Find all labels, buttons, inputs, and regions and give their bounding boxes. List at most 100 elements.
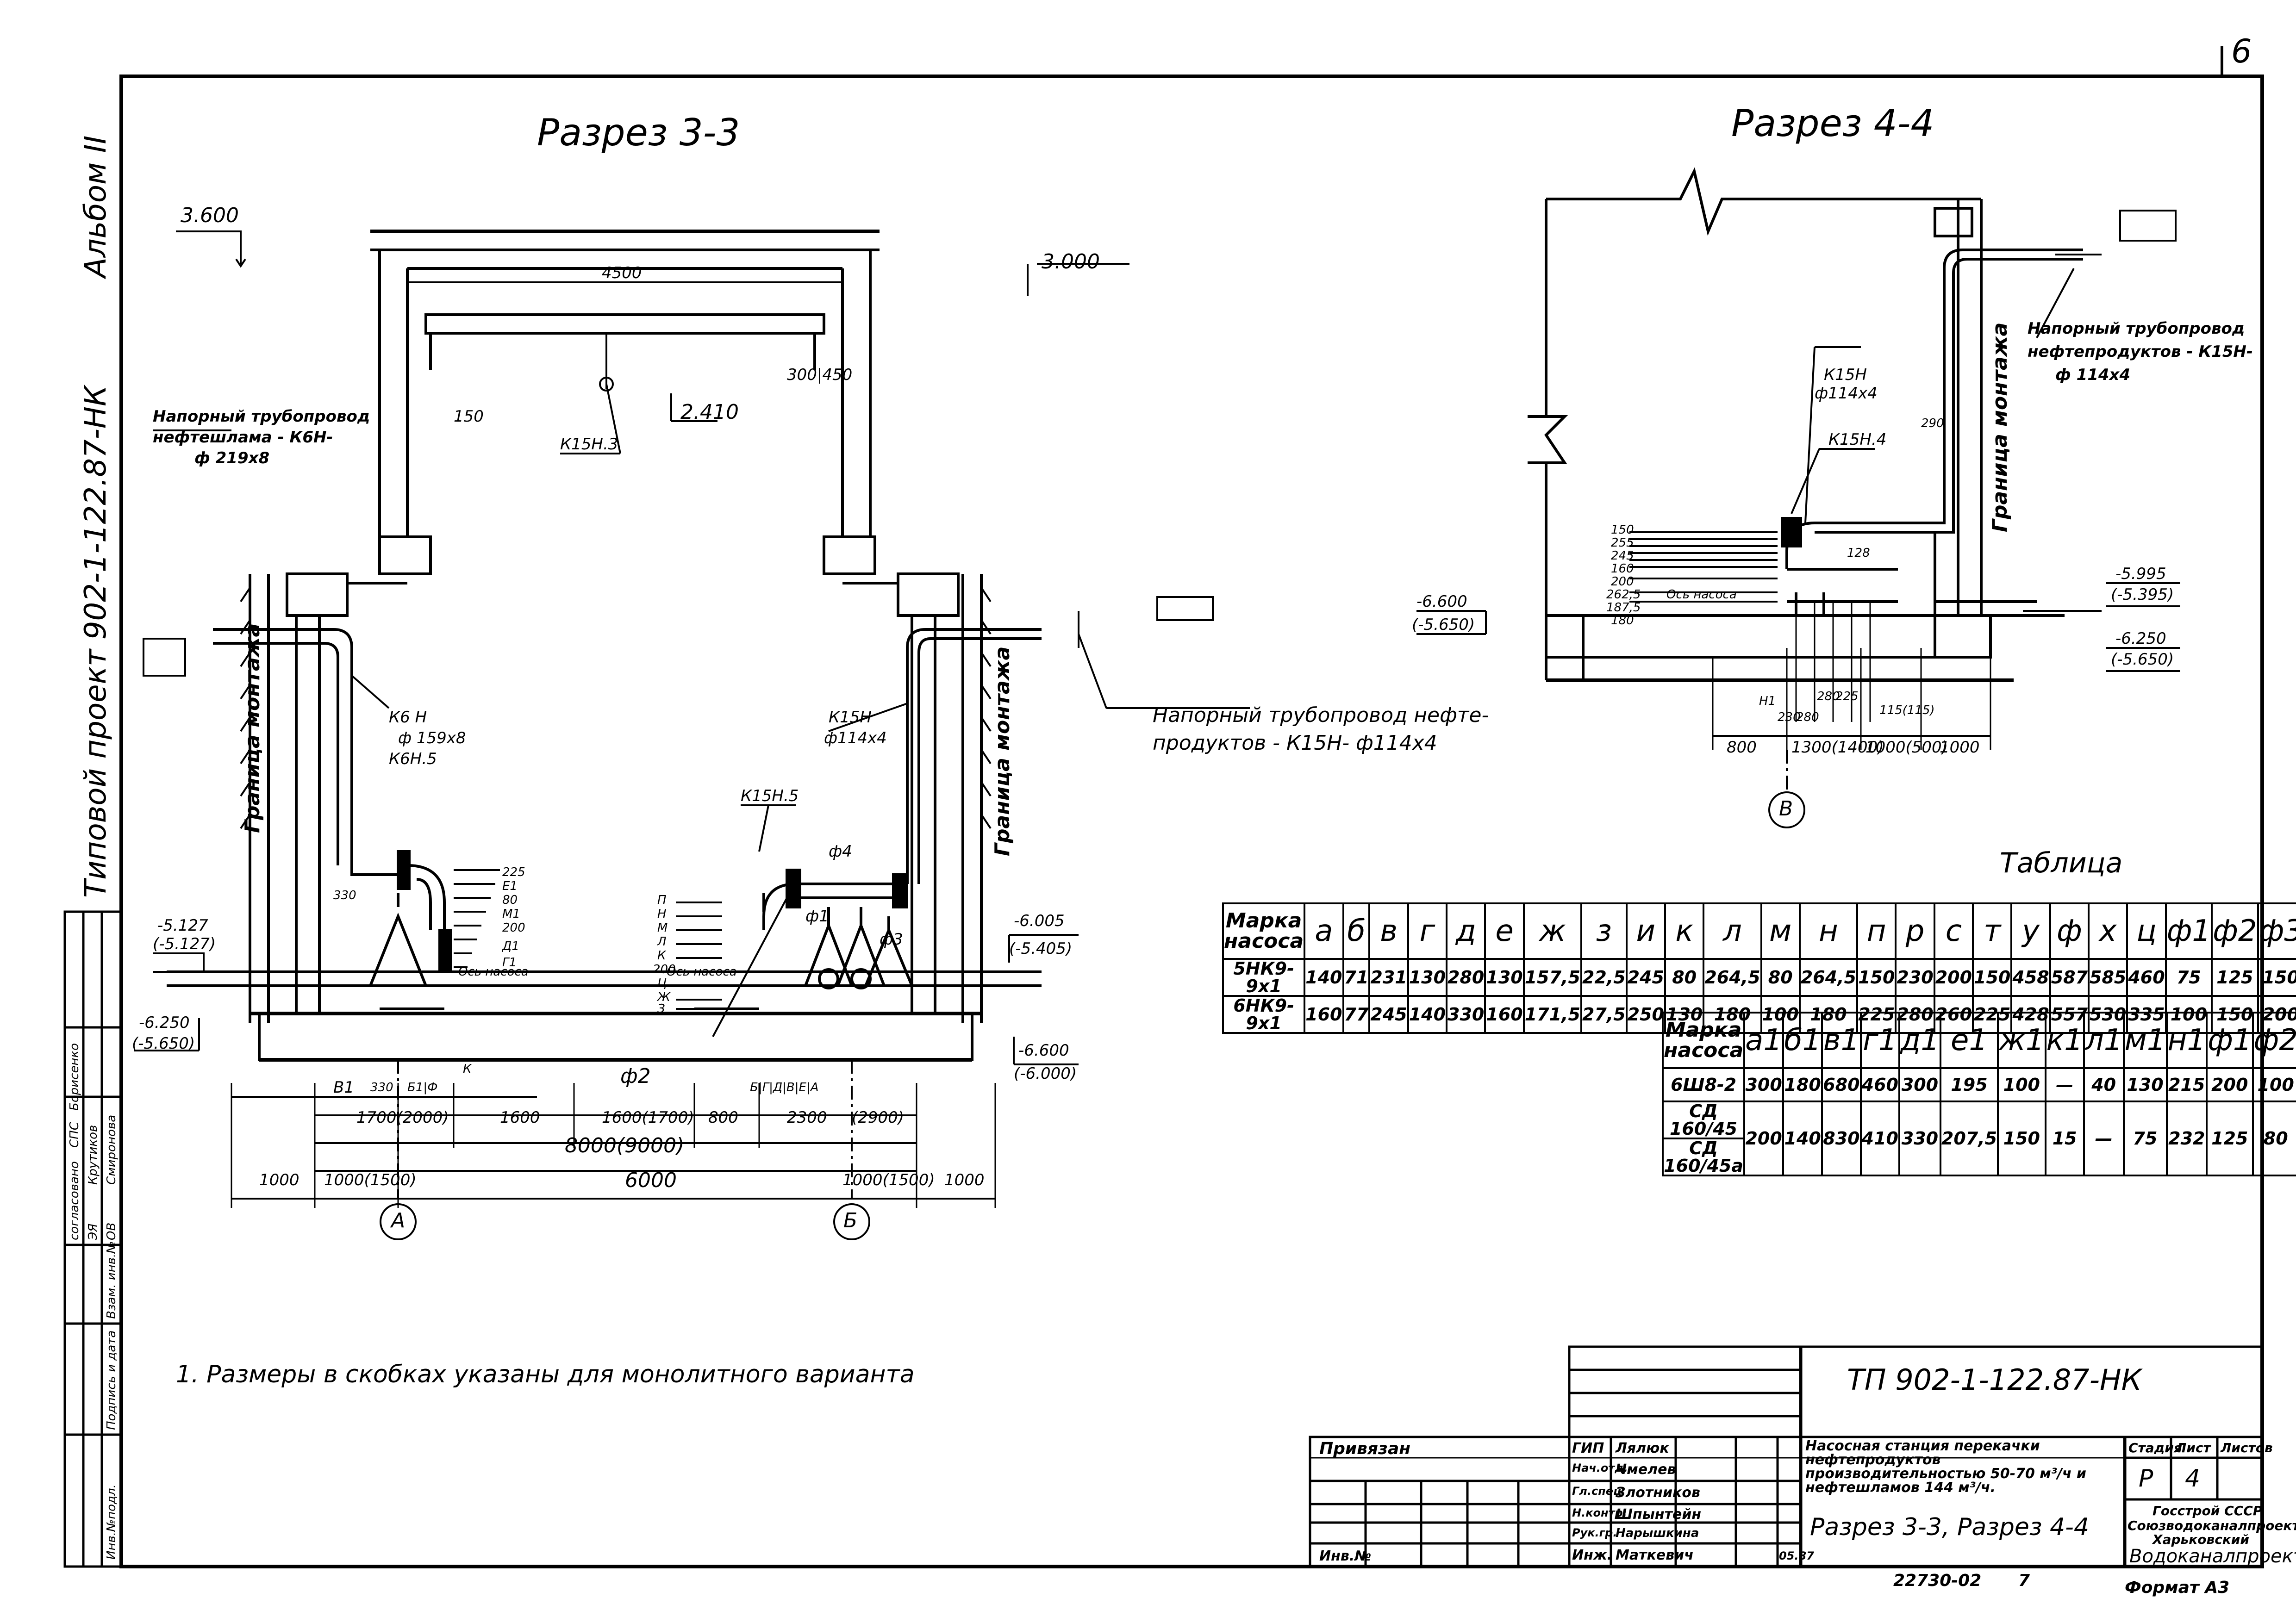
axis-bubble-b: Б <box>843 1209 858 1232</box>
table-header-cell: г1 <box>1859 1012 1900 1069</box>
staff-role: Нач.отд. <box>1572 1461 1628 1474</box>
table-cell: 587 <box>2049 958 2090 997</box>
border-label: Граница монтажа <box>1988 322 2012 532</box>
dimension-label: 6000 <box>625 1169 677 1192</box>
table-cell: 300 <box>1898 1067 1941 1102</box>
section-3-3-structure <box>240 230 992 1062</box>
table-header-cell: р <box>1895 902 1935 960</box>
org-line: Союзводоканалпроект <box>2128 1518 2296 1533</box>
table-cell: 130 <box>1484 958 1525 997</box>
node-label: К6Н.5 <box>389 750 437 768</box>
elevation-label: -6.250 <box>139 1014 190 1032</box>
border-label: Граница монтажа <box>991 646 1014 856</box>
table-cell: 330 <box>1898 1101 1941 1176</box>
staff-name: Шпынтейн <box>1616 1506 1702 1523</box>
dimension-label: 800 <box>1727 738 1757 757</box>
staff-name: Чмелев <box>1616 1461 1676 1478</box>
table-cell: 200 <box>1933 958 1974 997</box>
dimension-label: 255 <box>1611 536 1634 550</box>
table-header-cell: т <box>1972 902 2013 960</box>
table-cell: 75 <box>2122 1101 2168 1176</box>
pipe-diameter: ф114х4 <box>824 729 887 747</box>
ladder-letter: Ж <box>657 990 671 1004</box>
dimension-label: 245 <box>1611 549 1634 563</box>
dimension-label: 280 <box>1796 710 1819 724</box>
elevation-label: 2.410 <box>680 400 739 424</box>
table-cell: 171,5 <box>1522 995 1582 1034</box>
page-number: 6 <box>2231 32 2252 70</box>
table-header-cell: у <box>2010 902 2051 960</box>
section-3-3-dimensions <box>134 230 1250 1240</box>
table-header-cell: ж1 <box>1997 1012 2046 1069</box>
table-cell: 230 <box>1895 958 1935 997</box>
stamp-role: СПС <box>68 1122 81 1148</box>
table-header-cell: к <box>1664 902 1705 960</box>
table-header-cell: д <box>1446 902 1486 960</box>
stamp-header: согласовано <box>68 1161 81 1240</box>
elevation-label: (-5.127) <box>153 935 216 953</box>
sheet-value: 4 <box>2185 1465 2201 1492</box>
dimension-label: 128 <box>1847 546 1870 560</box>
table-cell: 195 <box>1939 1067 1999 1102</box>
node-label: К15Н.4 <box>1828 430 1887 449</box>
table-caption: Таблица <box>2000 847 2123 879</box>
table-header-cell: л <box>1703 902 1762 960</box>
table-header-cell: а1 <box>1743 1012 1784 1069</box>
pipe-code: К6 Н <box>389 708 427 727</box>
table-header-cell: е <box>1484 902 1525 960</box>
dimension-label: 4500 <box>602 264 642 282</box>
elevation-label: -6.600 <box>1416 592 1467 611</box>
table-cell: 280 <box>1446 958 1486 997</box>
dimension-label: 1000(1500) <box>324 1171 417 1189</box>
dimension-label: 150 <box>1611 523 1634 537</box>
elevation-label: -6.250 <box>2115 629 2166 648</box>
section-3-3-title: Разрез 3-3 <box>537 111 740 154</box>
table-header-cell: м1 <box>2122 1012 2168 1069</box>
dimension-label: 2300 <box>787 1108 827 1127</box>
project-label: Типовой проект 902-1-122.87-НК <box>79 385 113 898</box>
table-cell: 40 <box>2083 1067 2125 1102</box>
table-header-cell: г <box>1407 902 1448 960</box>
dimension-label: 180 <box>1611 614 1634 628</box>
axis-label: Ось насоса <box>458 965 529 979</box>
dimension-label: Г1 <box>502 956 517 970</box>
pipe-code: К15Н <box>1824 366 1867 384</box>
table-cell: 125 <box>2206 1101 2254 1176</box>
dimension-label: 1000 <box>259 1171 299 1189</box>
dimension-label: 1000 <box>944 1171 985 1189</box>
staff-name: Лялюк <box>1616 1440 1669 1456</box>
table-cell: 80 <box>2252 1101 2296 1176</box>
table-cell: 460 <box>2126 958 2167 997</box>
pipe-label: продуктов - К15Н- ф114х4 <box>1153 731 1437 755</box>
pipe-label: Напорный трубопровод <box>153 407 370 426</box>
ladder-letter: К <box>657 949 666 963</box>
date-label: 05.87 <box>1779 1549 1814 1562</box>
table-cell: 585 <box>2088 958 2128 997</box>
table-cell: 157,5 <box>1522 958 1582 997</box>
table-cell: 130 <box>2122 1067 2168 1102</box>
staff-role: Н.контр. <box>1572 1506 1627 1519</box>
dimension-label: 225 <box>502 865 525 879</box>
ladder-letter: Л <box>657 935 667 949</box>
table-cell: 160 <box>1304 995 1344 1034</box>
dimension-label: В1 <box>333 1078 354 1097</box>
table-header-cell: Марка насоса <box>1661 1012 1746 1069</box>
pipe-label: нефтешлама - К6Н- <box>153 428 333 447</box>
elevation-label: -5.127 <box>157 916 208 935</box>
table-cell: — <box>2044 1067 2085 1102</box>
dimension-label: 80 <box>502 893 518 907</box>
table-cell: 460 <box>1859 1067 1900 1102</box>
table-cell: 264,5 <box>1703 958 1762 997</box>
dimension-label: Д1 <box>502 939 519 953</box>
phi-label: ф3 <box>880 930 903 949</box>
staff-name: Маткевич <box>1616 1547 1694 1563</box>
table-cell: 458 <box>2010 958 2051 997</box>
dimension-label: 187,5 <box>1606 601 1641 615</box>
stamp-cell: Инв.№подл. <box>105 1484 119 1560</box>
table-cell: 300 <box>1743 1067 1784 1102</box>
dimension-label: 225 <box>1835 690 1859 703</box>
table-header-cell: п <box>1856 902 1897 960</box>
ladder-letter: П <box>657 893 667 907</box>
